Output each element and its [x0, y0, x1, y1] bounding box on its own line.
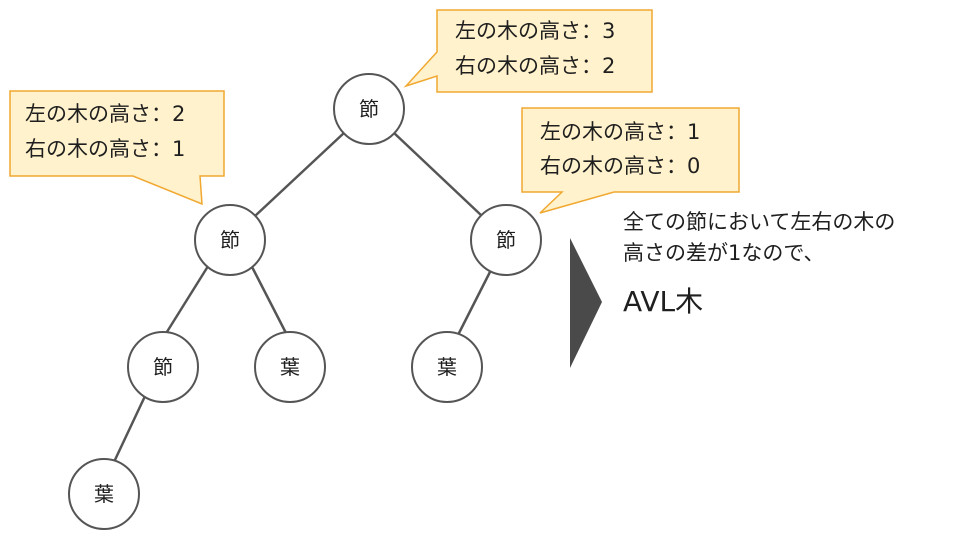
node-circle: [68, 458, 140, 530]
node-circle: [254, 331, 326, 403]
callout-right-box: [521, 107, 740, 214]
avl-tree-label: AVL木: [623, 285, 704, 318]
edge-right-rightleft: [456, 267, 494, 336]
node-circle: [333, 73, 405, 145]
node-label: 節: [496, 228, 516, 252]
callout-left-left-height: 左の木の高さ：2: [25, 102, 185, 126]
callout-right-left-height: 左の木の高さ：1: [540, 120, 700, 144]
node-circle: [411, 331, 483, 403]
conclusion-line-1: 全ての節において左右の木の: [623, 210, 896, 234]
edge-left-leftleft: [163, 262, 212, 336]
conclusion-text: 全ての節において左右の木の 高さの差が1なので、: [623, 207, 953, 269]
tree-node-left-left: 節: [127, 331, 199, 403]
conclusion-arrow-shape: [570, 238, 602, 368]
node-label: 葉: [280, 355, 300, 379]
callout-root-right-height: 右の木の高さ：2: [455, 54, 615, 78]
edge-leftleft-leaf: [112, 393, 148, 463]
tree-node-left-left-left: 葉: [68, 458, 140, 530]
node-label: 葉: [437, 355, 457, 379]
node-label: 節: [153, 355, 173, 379]
callout-left: 左の木の高さ：2 右の木の高さ：1: [9, 90, 225, 206]
edge-root-left: [254, 131, 346, 217]
callout-root-box: [403, 9, 653, 93]
node-circle: [127, 331, 199, 403]
callout-root: 左の木の高さ：3 右の木の高さ：2: [403, 9, 653, 93]
node-label: 節: [359, 97, 379, 121]
tree-node-left-right: 葉: [254, 331, 326, 403]
callout-right: 左の木の高さ：1 右の木の高さ：0: [521, 107, 740, 214]
node-label: 葉: [94, 482, 114, 506]
node-label: 節: [220, 228, 240, 252]
callout-root-left-height: 左の木の高さ：3: [455, 19, 615, 43]
callout-left-box: [9, 90, 225, 206]
tree-node-root: 節: [333, 73, 405, 145]
callout-left-right-height: 右の木の高さ：1: [25, 137, 185, 161]
tree-node-right: 節: [470, 204, 542, 276]
callout-right-right-height: 右の木の高さ：0: [540, 154, 700, 178]
tree-node-right-left: 葉: [411, 331, 483, 403]
node-circle: [470, 204, 542, 276]
tree-edges: [112, 131, 494, 463]
conclusion-line-2: 高さの差が1なので、: [623, 241, 825, 265]
edge-left-leftright: [248, 262, 289, 336]
node-circle: [194, 204, 266, 276]
edge-root-right: [392, 131, 483, 217]
tree-node-left: 節: [194, 204, 266, 276]
